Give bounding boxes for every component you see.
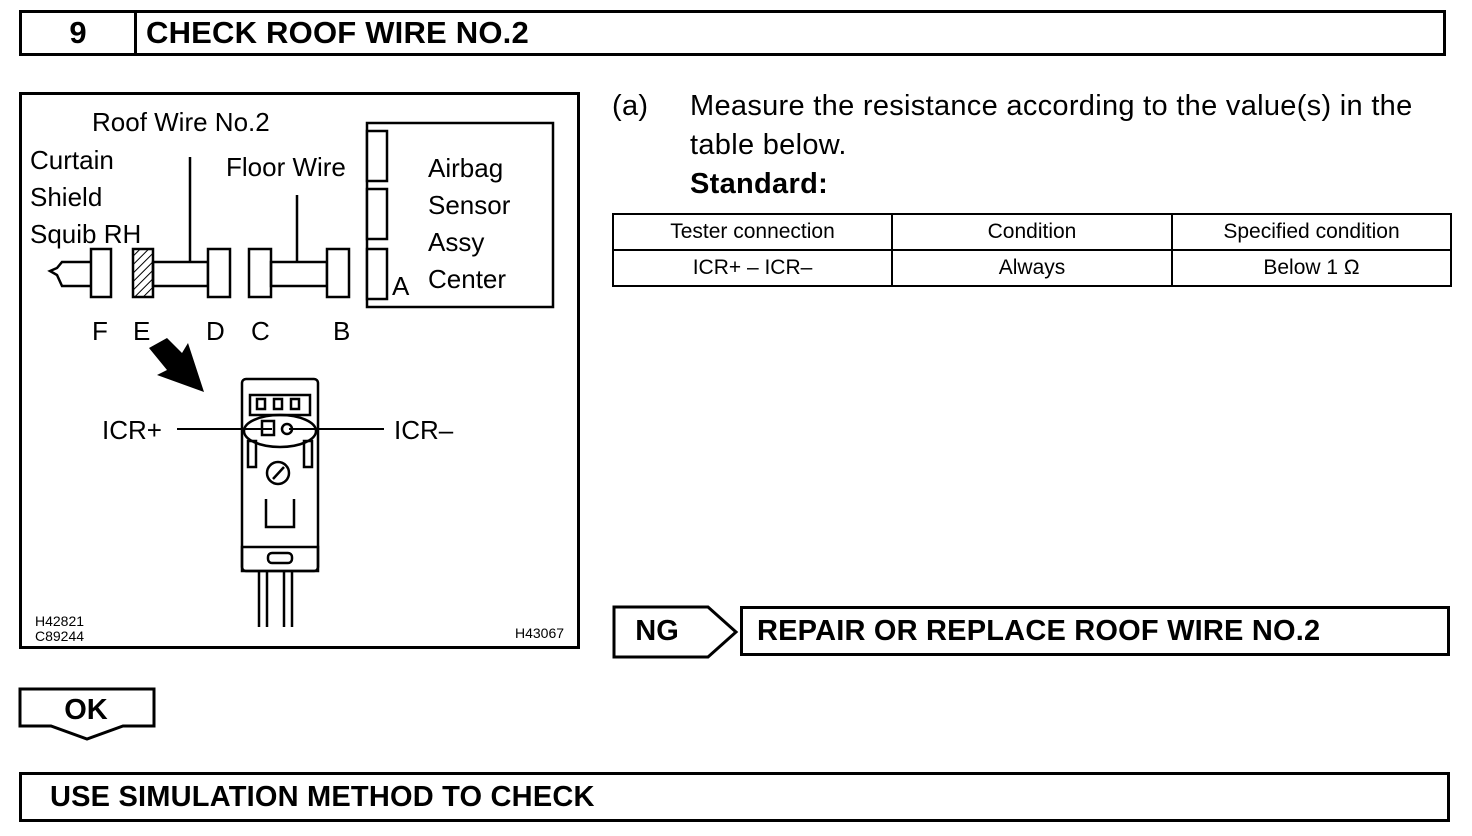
table-header-row: Tester connection Condition Specified co… <box>612 213 1452 251</box>
curtain-label-line2: Shield <box>30 182 103 212</box>
squib-end <box>47 260 91 288</box>
ok-arrow-icon <box>18 687 156 741</box>
floor-wire-label: Floor Wire <box>226 152 346 182</box>
step-number: 9 <box>22 13 137 53</box>
instruction-marker: (a) <box>612 90 649 122</box>
roof-wire-body <box>151 260 210 288</box>
figure-code-2: C89244 <box>35 628 85 644</box>
connector-c <box>247 247 273 299</box>
curtain-label-line1: Curtain <box>30 145 114 175</box>
connector-a-label: A <box>392 271 410 301</box>
table-row: ICR+ – ICR– Always Below 1 Ω <box>612 249 1452 287</box>
roof-wire-label: Roof Wire No.2 <box>92 107 270 137</box>
sensor-label-line3: Assy <box>428 227 485 257</box>
ng-arrow-icon <box>612 605 739 659</box>
wiring-diagram: Roof Wire No.2 Curtain Shield Squib RH F… <box>19 92 580 649</box>
diagram-drawing <box>47 121 555 627</box>
standard-table: Tester connection Condition Specified co… <box>612 213 1452 287</box>
icr-plus-label: ICR+ <box>102 415 162 445</box>
curtain-label-line3: Squib RH <box>30 219 142 249</box>
sensor-label-line4: Center <box>428 264 507 294</box>
table-cell: Always <box>891 249 1173 287</box>
table-header-cell: Tester connection <box>612 213 893 251</box>
table-header-cell: Condition <box>891 213 1173 251</box>
connector-b <box>325 247 351 299</box>
connector-f-label: F <box>92 316 108 346</box>
sensor-connector-2 <box>365 187 389 241</box>
icr-minus-label: ICR– <box>394 415 454 445</box>
figure-code-3: H43067 <box>515 625 565 641</box>
instruction-line1: Measure the resistance according to the … <box>690 90 1413 122</box>
connector-a <box>365 247 389 301</box>
final-action-box: USE SIMULATION METHOD TO CHECK <box>19 772 1450 822</box>
instruction-line2: table below. <box>690 129 847 161</box>
figure-code-1: H42821 <box>35 613 85 629</box>
sensor-label-line1: Airbag <box>428 153 504 183</box>
pointer-arrow-icon <box>149 338 204 392</box>
table-header-cell: Specified condition <box>1171 213 1452 251</box>
ng-label: NG <box>635 614 679 647</box>
connector-f <box>89 247 113 299</box>
connector-e-label: E <box>133 316 151 346</box>
connector-d-label: D <box>206 316 225 346</box>
ng-action-box: REPAIR OR REPLACE ROOF WIRE NO.2 <box>740 606 1450 656</box>
connector-c-label: C <box>251 316 270 346</box>
ok-label: OK <box>64 693 108 726</box>
table-cell: ICR+ – ICR– <box>612 249 893 287</box>
sensor-label-line2: Sensor <box>428 190 511 220</box>
table-cell: Below 1 Ω <box>1171 249 1452 287</box>
sensor-connector-1 <box>365 129 389 183</box>
standard-label: Standard: <box>690 168 829 200</box>
floor-wire-body <box>269 260 329 288</box>
step-header: 9 CHECK ROOF WIRE NO.2 <box>19 10 1446 56</box>
connector-e <box>131 247 155 299</box>
step-title: CHECK ROOF WIRE NO.2 <box>146 15 529 50</box>
connector-b-label: B <box>333 316 351 346</box>
connector-d <box>206 247 232 299</box>
